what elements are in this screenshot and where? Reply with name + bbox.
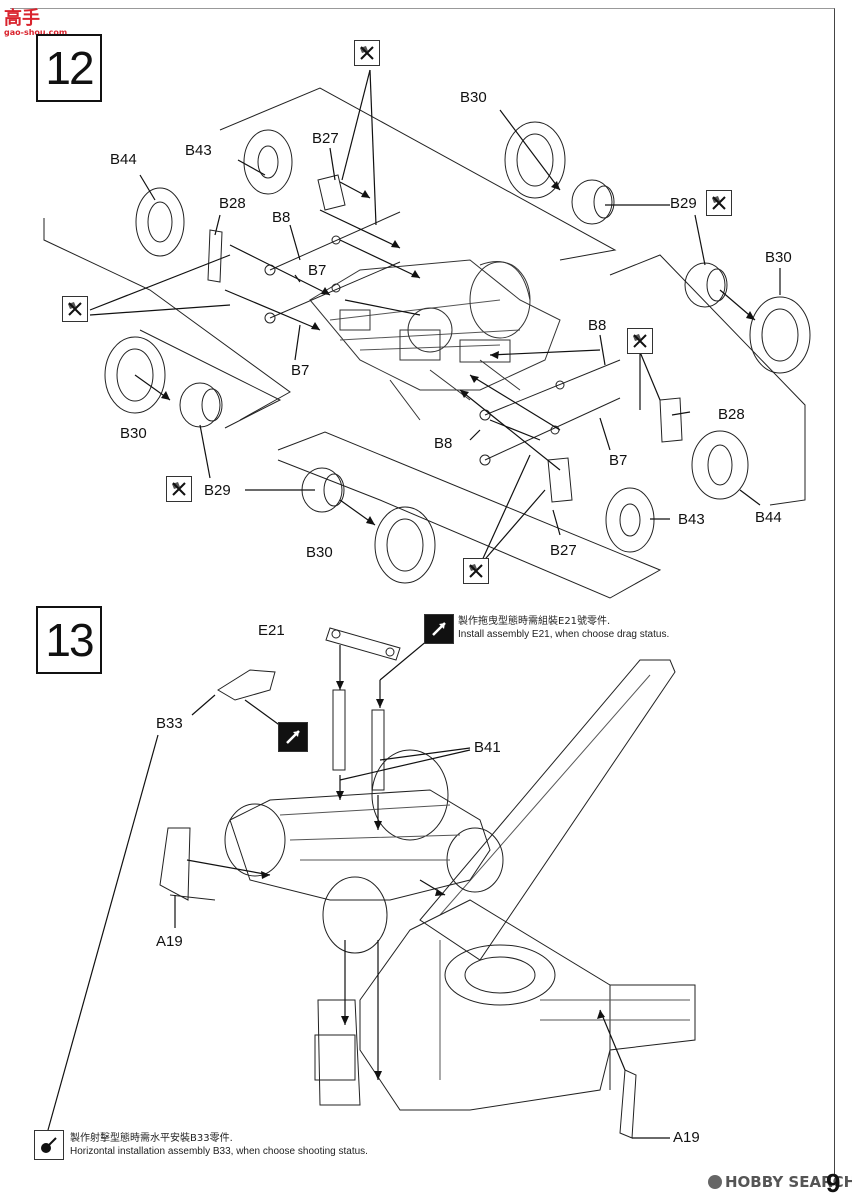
label-b30-top: B30 bbox=[460, 89, 487, 106]
label-b29-right: B29 bbox=[670, 195, 697, 212]
glue-cement-icon bbox=[166, 476, 192, 502]
label-b30-left: B30 bbox=[120, 425, 147, 442]
label-b28-right: B28 bbox=[718, 406, 745, 423]
watermark-cn: 高手 bbox=[4, 8, 40, 29]
wheel-b29-top bbox=[571, 179, 615, 225]
label-b8-lower: B8 bbox=[434, 435, 453, 452]
shooting-status-icon bbox=[34, 1130, 64, 1160]
a19-left-part bbox=[159, 827, 191, 901]
watermark-site: gao-shou.com bbox=[4, 28, 68, 37]
label-b30-right: B30 bbox=[765, 249, 792, 266]
label-b29-left: B29 bbox=[204, 482, 231, 499]
wheel-b44-left bbox=[135, 187, 185, 257]
label-b43-right: B43 bbox=[678, 511, 705, 528]
label-b7-lower: B7 bbox=[609, 452, 628, 469]
label-b28-left: B28 bbox=[219, 195, 246, 212]
wheel-b30-right bbox=[749, 296, 811, 374]
label-b44-left: B44 bbox=[110, 151, 137, 168]
trail-arm bbox=[419, 659, 676, 961]
step-12-number-box: 12 bbox=[36, 34, 102, 102]
step-13-number-box: 13 bbox=[36, 606, 102, 674]
page-frame bbox=[10, 8, 835, 1177]
label-b27-top: B27 bbox=[312, 130, 339, 147]
label-e21: E21 bbox=[258, 622, 285, 639]
label-b27-bottom: B27 bbox=[550, 542, 577, 559]
note-shoot: 製作射擊型態時需水平安裝B33零件. Horizontal installati… bbox=[70, 1132, 368, 1158]
e21-strut-right bbox=[371, 709, 385, 791]
glue-cement-icon bbox=[706, 190, 732, 216]
note-drag: 製作拖曳型態時需組裝E21號零件. Install assembly E21, … bbox=[458, 615, 669, 641]
a19-right-part bbox=[619, 1069, 637, 1139]
tray-b30-left bbox=[139, 329, 282, 429]
glue-cement-icon bbox=[463, 558, 489, 584]
wheel-b43-left bbox=[243, 129, 293, 195]
label-b7-left-lower: B7 bbox=[291, 362, 310, 379]
label-b30-bottom: B30 bbox=[306, 544, 333, 561]
label-b44-right: B44 bbox=[755, 509, 782, 526]
tray-b30-right bbox=[609, 254, 806, 506]
note-shoot-cn: 製作射擊型態時需水平安裝B33零件. bbox=[70, 1133, 233, 1144]
watermark-text: HOBBY SEARCH bbox=[725, 1173, 852, 1191]
note-drag-en: Install assembly E21, when choose drag s… bbox=[458, 629, 670, 640]
label-b7-left-upper: B7 bbox=[308, 262, 327, 279]
watermark-top-left: 高手 gao-shou.com bbox=[4, 4, 67, 37]
page-number: 9 bbox=[826, 1168, 841, 1198]
chassis-frame bbox=[309, 259, 561, 391]
wheel-b30-left bbox=[104, 336, 166, 414]
label-b43-left: B43 bbox=[185, 142, 212, 159]
label-b41: B41 bbox=[474, 739, 501, 756]
note-shoot-en: Horizontal installation assembly B33, wh… bbox=[70, 1146, 368, 1157]
label-a19-right: A19 bbox=[673, 1129, 700, 1146]
carriage-base bbox=[359, 899, 696, 1111]
e21-strut-left bbox=[332, 689, 346, 771]
tray-b43-b27 bbox=[219, 87, 617, 261]
watermark-bottom-right: HOBBY SEARCH bbox=[708, 1173, 852, 1191]
wheel-b43-right bbox=[605, 487, 655, 553]
tray-b44-left bbox=[43, 218, 291, 421]
label-b33: B33 bbox=[156, 715, 183, 732]
label-b8-left: B8 bbox=[272, 209, 291, 226]
b33-part bbox=[217, 669, 276, 701]
tray-bottom bbox=[277, 431, 662, 599]
wheel-b30-bottom bbox=[374, 506, 436, 584]
label-b8-right: B8 bbox=[588, 317, 607, 334]
e21-link bbox=[325, 627, 401, 661]
hobby-search-logo-icon bbox=[708, 1175, 722, 1189]
glue-cement-icon bbox=[62, 296, 88, 322]
drag-status-icon bbox=[424, 614, 454, 644]
note-drag-cn: 製作拖曳型態時需組裝E21號零件. bbox=[458, 616, 611, 627]
drag-status-icon bbox=[278, 722, 308, 752]
glue-cement-icon bbox=[354, 40, 380, 66]
wheel-b44-right bbox=[691, 430, 749, 500]
label-a19-left: A19 bbox=[156, 933, 183, 950]
wheel-b30-top bbox=[504, 121, 566, 199]
chassis-assembly bbox=[229, 789, 491, 901]
glue-cement-icon bbox=[627, 328, 653, 354]
